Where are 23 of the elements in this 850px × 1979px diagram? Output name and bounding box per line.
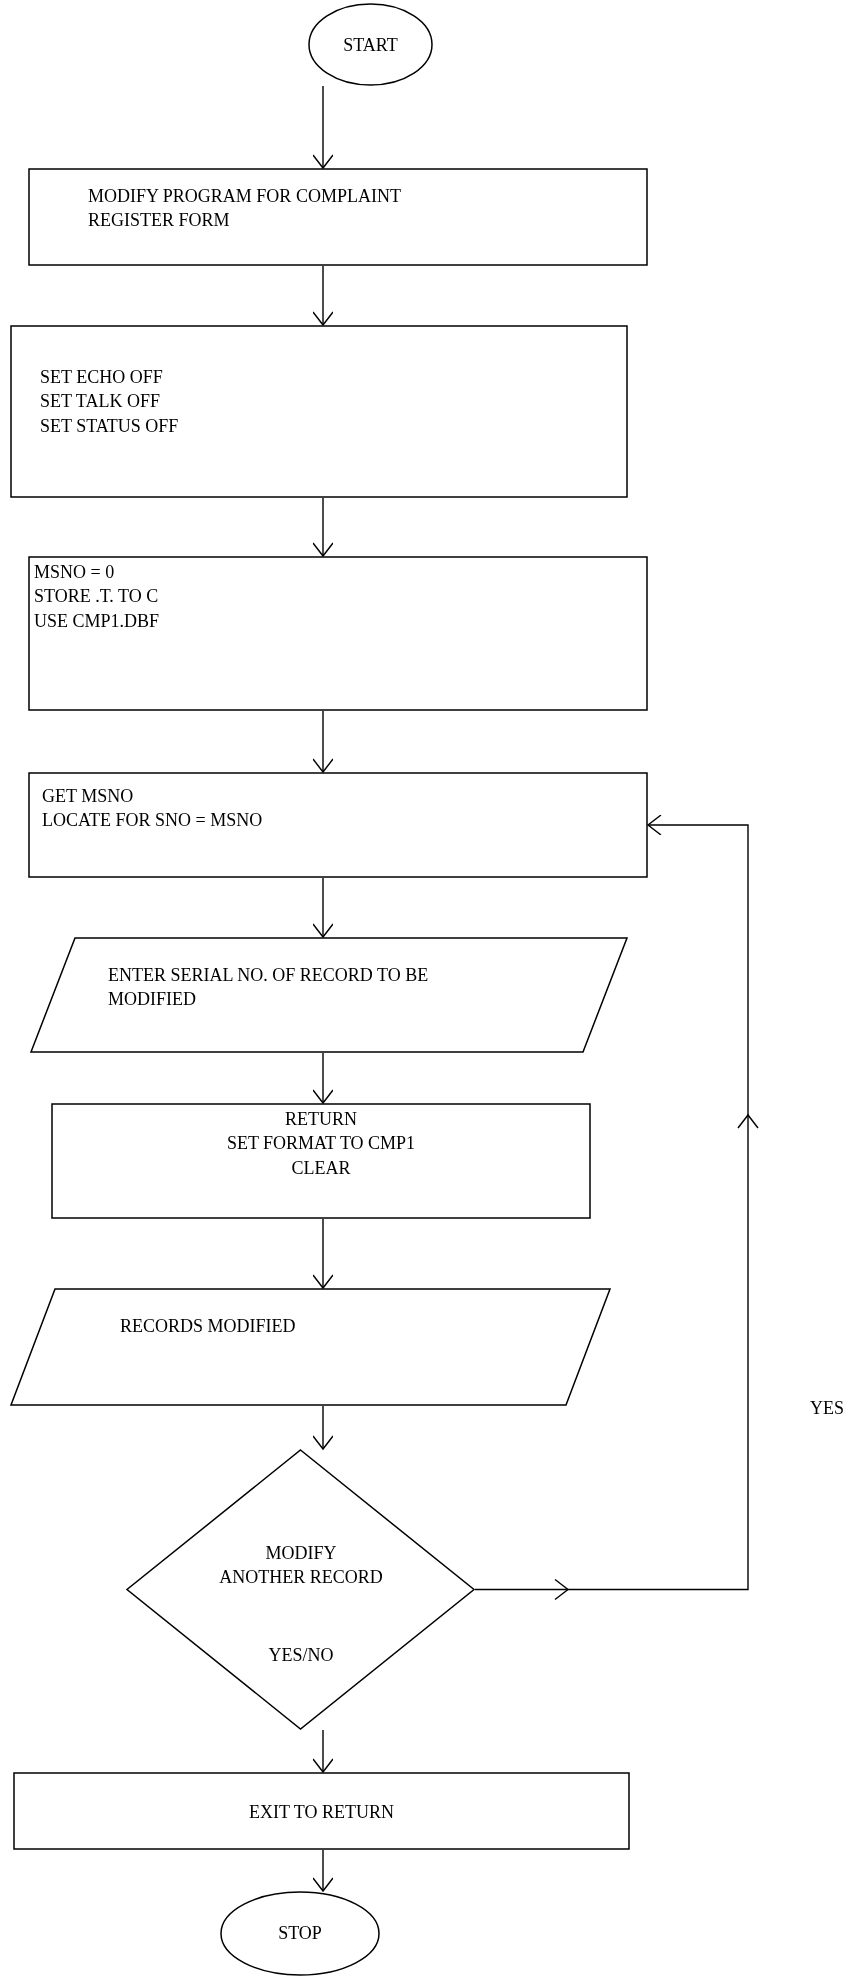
arrow [474, 814, 749, 1591]
arrow [312, 877, 334, 938]
node-text: MODIFY ANOTHER RECORD [218, 1542, 384, 1590]
node-text: STOP [277, 1922, 323, 1945]
arrow [312, 710, 334, 773]
arrow [312, 1849, 334, 1892]
arrow [312, 1729, 334, 1773]
node-text: RETURN SET FORMAT TO CMP1 CLEAR [225, 1108, 417, 1180]
node-text: ENTER SERIAL NO. OF RECORD TO BE MODIFIED [108, 964, 430, 1012]
node-text: MSNO = 0 STORE .T. TO C USE CMP1.DBF [34, 561, 161, 633]
arrow [312, 497, 334, 557]
arrow [312, 1052, 334, 1104]
node-text: YES/NO [267, 1644, 335, 1667]
node-text: GET MSNO LOCATE FOR SNO = MSNO [42, 785, 264, 833]
arrow [312, 85, 334, 169]
node-text: SET ECHO OFF SET TALK OFF SET STATUS OFF [40, 366, 180, 438]
arrow [312, 1218, 334, 1289]
node-text: RECORDS MODIFIED [120, 1315, 297, 1338]
arrow [312, 265, 334, 326]
arrow [312, 1405, 334, 1450]
node-text: START [342, 34, 399, 57]
node-text: MODIFY PROGRAM FOR COMPLAINT REGISTER FORM [88, 185, 402, 233]
node-text: EXIT TO RETURN [248, 1801, 395, 1824]
